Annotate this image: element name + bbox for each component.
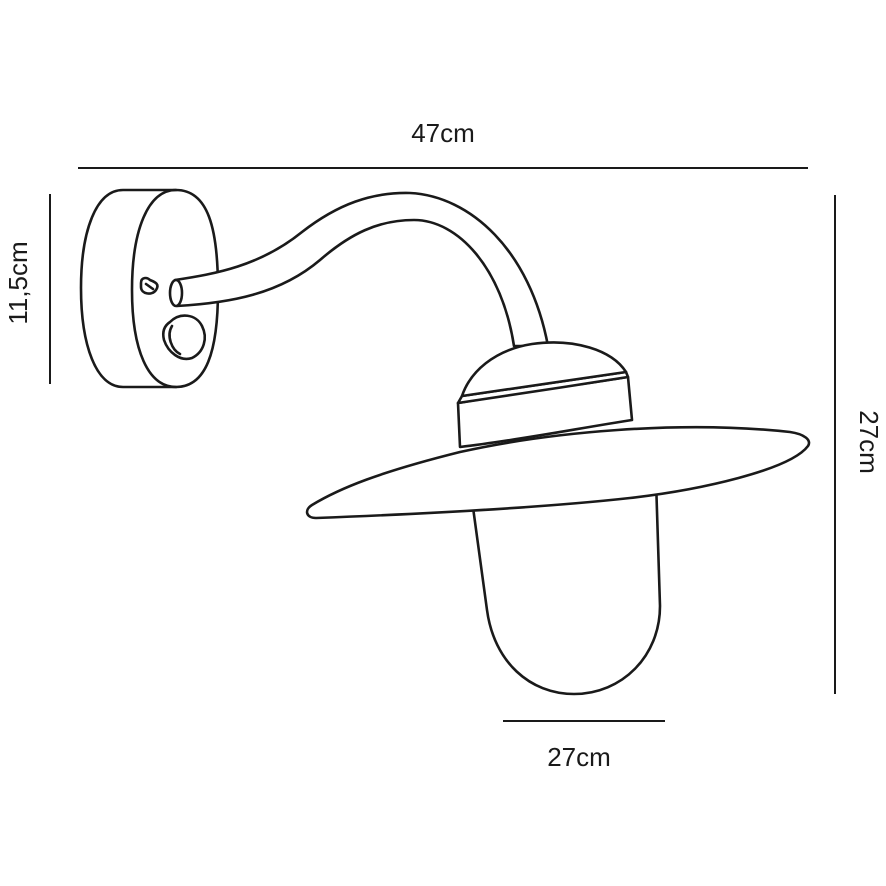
total-width-label: 47cm (411, 118, 475, 148)
total-height-label: 27cm (854, 410, 884, 474)
wall-lamp-illustration (79, 188, 811, 696)
lamp-glass (470, 478, 662, 696)
backplate-height-dimension: 11,5cm (3, 194, 51, 384)
total-width-dimension: 47cm (78, 118, 808, 169)
total-height-dimension: 27cm (834, 195, 884, 694)
lamp-shade (305, 425, 811, 520)
lamp-top-housing (456, 341, 634, 449)
shade-width-label: 27cm (547, 742, 611, 772)
motion-sensor (161, 314, 206, 361)
mounting-screw (139, 276, 159, 295)
shade-width-dimension: 27cm (503, 720, 665, 772)
curved-arm (168, 191, 550, 348)
backplate-height-label: 11,5cm (3, 241, 33, 324)
